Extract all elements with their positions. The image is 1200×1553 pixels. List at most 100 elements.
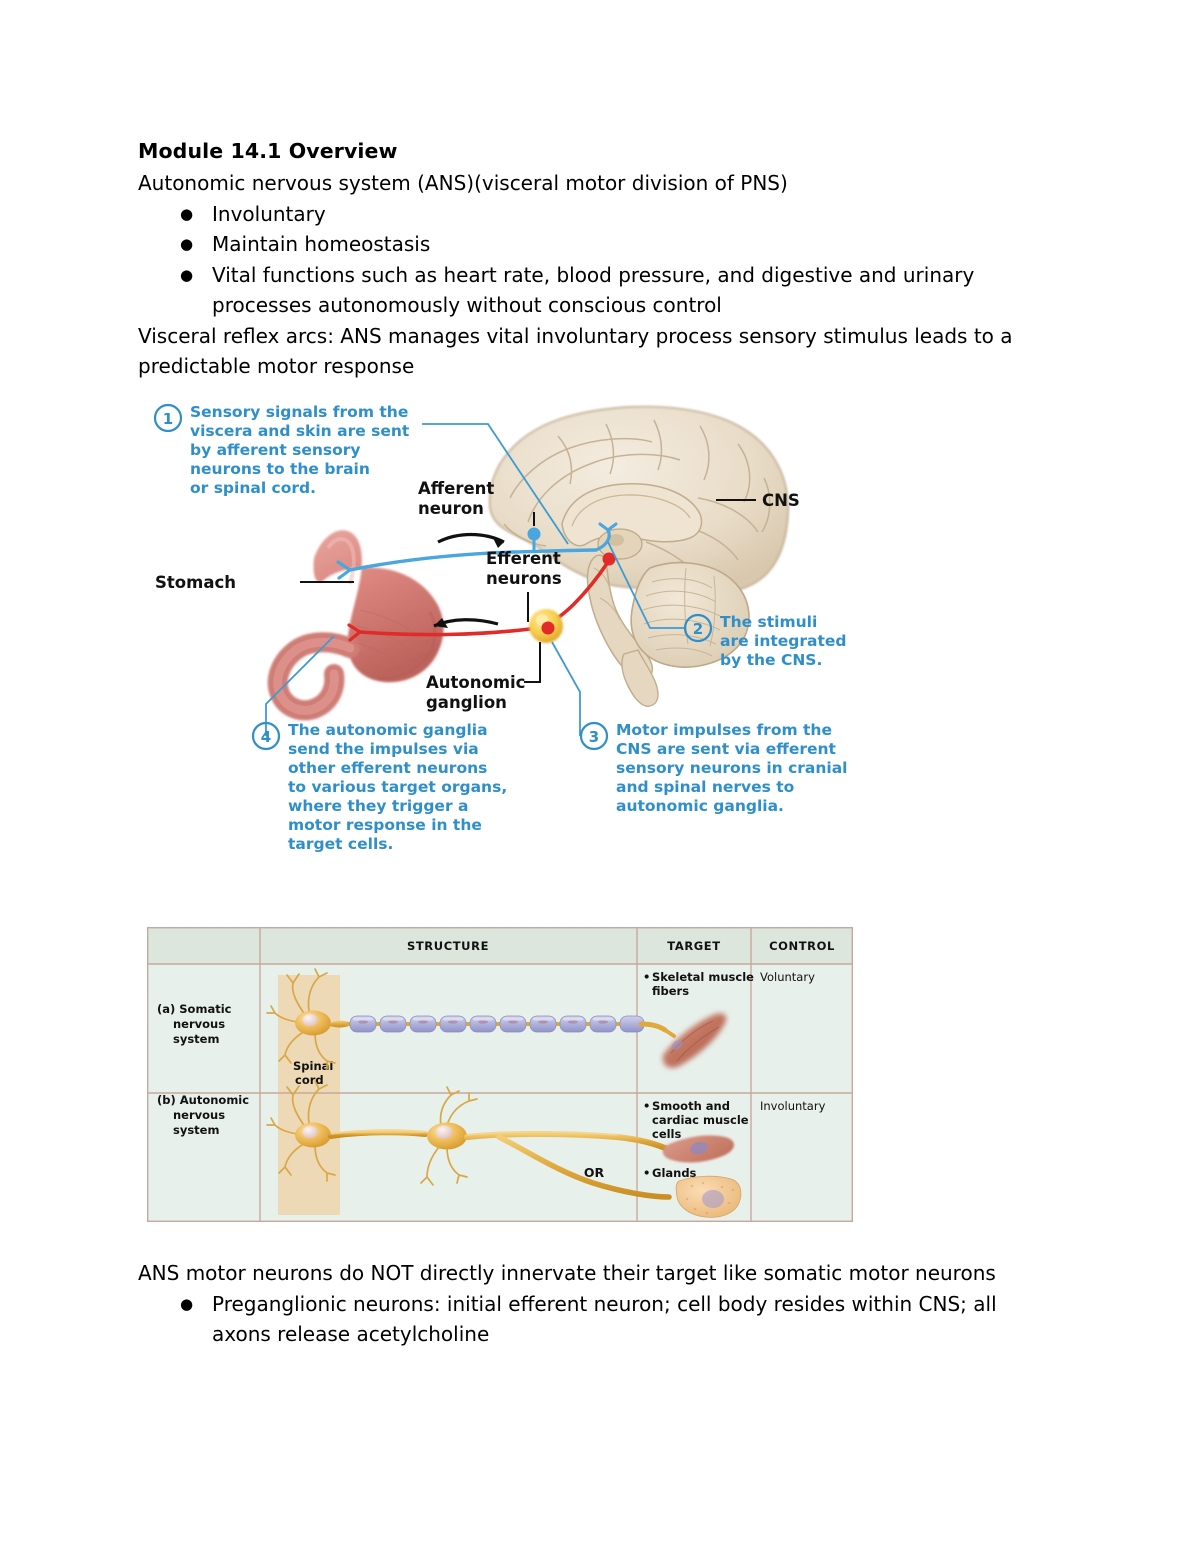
stomach-illustration <box>267 530 444 721</box>
row-label-autonomic-line-3: system <box>173 1123 219 1137</box>
intro-line: Autonomic nervous system (ANS)(visceral … <box>138 171 788 195</box>
callout-4-line-6: motor response in the <box>288 816 482 834</box>
callout-2-line-3: by the CNS. <box>720 651 822 669</box>
callout-1-line-3: by afferent sensory <box>190 441 361 459</box>
row-label-autonomic-line-1: (b) Autonomic <box>157 1093 249 1107</box>
callout-4-line-4: to various target organs, <box>288 778 507 796</box>
label-autonomic-ganglion-line2: ganglion <box>426 693 507 712</box>
row-label-somatic-line-2: nervous <box>173 1017 225 1031</box>
control-value-somatic: Voluntary <box>760 970 815 984</box>
callout-2-line-2: are integrated <box>720 632 847 650</box>
label-afferent-neuron-line2: neuron <box>418 499 484 518</box>
or-label: OR <box>584 1165 605 1180</box>
callout-3-line-5: autonomic ganglia. <box>616 797 784 815</box>
page-title: Module 14.1 Overview <box>138 139 398 163</box>
bullet-glyph: ● <box>180 1294 194 1313</box>
callout-3: 3 Motor impulses from the CNS are sent v… <box>579 721 847 815</box>
spinal-cord-label-line-2: cord <box>295 1073 324 1087</box>
callout-3-line-3: sensory neurons in cranial <box>616 759 847 777</box>
callout-2-line-1: The stimuli <box>720 613 817 631</box>
label-cns: CNS <box>762 491 800 510</box>
row-label-autonomic: (b) Autonomic nervous system <box>157 1093 249 1137</box>
target-column-text: • Skeletal muscle fibers • Smooth and ca… <box>643 970 754 1180</box>
list-item-label: Maintain homeostasis <box>212 232 431 256</box>
callout-leader-lines <box>265 423 684 736</box>
label-efferent-neurons-line1: Efferent <box>486 549 561 568</box>
bottom-line: ANS motor neurons do NOT directly innerv… <box>138 1261 996 1285</box>
target-a-line-2: fibers <box>652 984 689 998</box>
control-column-text: Voluntary Involuntary <box>760 970 826 1113</box>
autonomic-motor-neuron-illustration: OR <box>266 1080 742 1218</box>
bullet-glyph: ● <box>180 265 194 284</box>
list-item-label: Involuntary <box>212 201 326 226</box>
document-text-bottom: ANS motor neurons do NOT directly innerv… <box>138 1258 1058 1350</box>
target-bullet-b-1: • <box>643 1099 650 1113</box>
callout-1-number: 1 <box>163 410 173 428</box>
overview-bullet-list: ●Involuntary ● Maintain homeostasis ● Vita… <box>138 199 1058 321</box>
callout-4-line-1: The autonomic ganglia <box>288 721 488 739</box>
target-a-line-1: Skeletal muscle <box>652 970 754 984</box>
black-label-leader-lines <box>300 499 756 683</box>
label-autonomic-ganglion-line1: Autonomic <box>426 673 525 692</box>
callout-4: 4 The autonomic ganglia send the impulse… <box>251 721 507 853</box>
row-label-somatic-line-3: system <box>173 1032 219 1046</box>
target-b1-line-2: cardiac muscle <box>652 1113 749 1127</box>
somatic-vs-autonomic-table: STRUCTURE TARGET CONTROL (a) Somatic ner… <box>147 927 853 1224</box>
table-header-background <box>147 927 853 964</box>
list-item-label: Vital functions such as heart rate, bloo… <box>212 262 975 318</box>
table-body-background <box>147 927 853 1222</box>
column-header-target: TARGET <box>667 939 720 953</box>
skeletal-muscle-fiber <box>662 1013 727 1068</box>
label-stomach: Stomach <box>155 573 236 592</box>
callout-4-line-5: where they trigger a <box>288 797 468 815</box>
list-item: ●Involuntary <box>138 199 1058 230</box>
smooth-muscle-cell <box>662 1135 734 1163</box>
column-header-structure: STRUCTURE <box>407 939 489 953</box>
callout-1-line-1: Sensory signals from the <box>190 403 408 421</box>
callout-4-number: 4 <box>261 728 271 746</box>
list-item: ● Maintain homeostasis <box>138 229 1058 260</box>
anatomy-labels: CNS Afferent neuron Efferent neurons Aut… <box>155 479 800 712</box>
target-b2-line-1: Glands <box>652 1166 697 1180</box>
list-item: ●Preganglionic neurons: initial efferent… <box>138 1289 1058 1350</box>
callout-4-line-3: other efferent neurons <box>288 759 487 777</box>
column-header-control: CONTROL <box>769 939 835 953</box>
row-label-somatic-line-1: (a) Somatic <box>157 1002 232 1016</box>
list-item: ● Vital functions such as heart rate, blo… <box>138 260 1058 321</box>
bullet-glyph: ● <box>180 235 194 253</box>
callout-3-line-1: Motor impulses from the <box>616 721 832 739</box>
spinal-cord-label-line-1: Spinal <box>293 1059 333 1073</box>
target-bullet-a-1: • <box>643 970 650 984</box>
table-header-labels: STRUCTURE TARGET CONTROL <box>407 939 835 953</box>
document-text-top: Module 14.1 Overview Autonomic nervous s… <box>138 136 1058 382</box>
row-label-somatic: (a) Somatic nervous system <box>157 1002 232 1046</box>
reflex-arc-line-2: predictable motor response <box>138 354 415 378</box>
callout-3-number: 3 <box>589 728 599 746</box>
callout-1-line-5: or spinal cord. <box>190 479 316 497</box>
gland-illustration <box>675 1175 742 1218</box>
callout-2-number: 2 <box>693 620 703 638</box>
callout-2: 2 The stimuli are integrated by the CNS. <box>683 613 847 669</box>
callout-1: 1 Sensory signals from the viscera and s… <box>153 403 410 497</box>
brain-illustration <box>488 405 789 707</box>
myelinated-axon <box>347 1015 645 1033</box>
callout-3-line-4: and spinal nerves to <box>616 778 794 796</box>
autonomic-ganglion-illustration <box>529 609 563 643</box>
visceral-reflex-arc-figure: CNS Afferent neuron Efferent neurons Aut… <box>138 392 908 892</box>
callout-4-line-2: send the impulses via <box>288 740 479 758</box>
table-gridlines <box>147 927 853 1223</box>
afferent-neuron-pathway <box>336 522 618 580</box>
callout-1-line-2: viscera and skin are sent <box>190 422 410 440</box>
control-value-autonomic: Involuntary <box>760 1099 826 1113</box>
callout-3-line-2: CNS are sent via efferent <box>616 740 837 758</box>
bottom-bullet-list: ●Preganglionic neurons: initial efferent… <box>138 1289 1058 1350</box>
target-bullet-b-2: • <box>643 1166 650 1180</box>
callout-4-line-7: target cells. <box>288 835 393 853</box>
target-b1-line-1: Smooth and <box>652 1099 730 1113</box>
somatic-motor-neuron-illustration <box>266 968 727 1070</box>
target-b1-line-3: cells <box>652 1127 682 1141</box>
label-efferent-neurons-line2: neurons <box>486 569 562 588</box>
row-label-autonomic-line-2: nervous <box>173 1108 225 1122</box>
label-afferent-neuron-line1: Afferent <box>418 479 494 498</box>
